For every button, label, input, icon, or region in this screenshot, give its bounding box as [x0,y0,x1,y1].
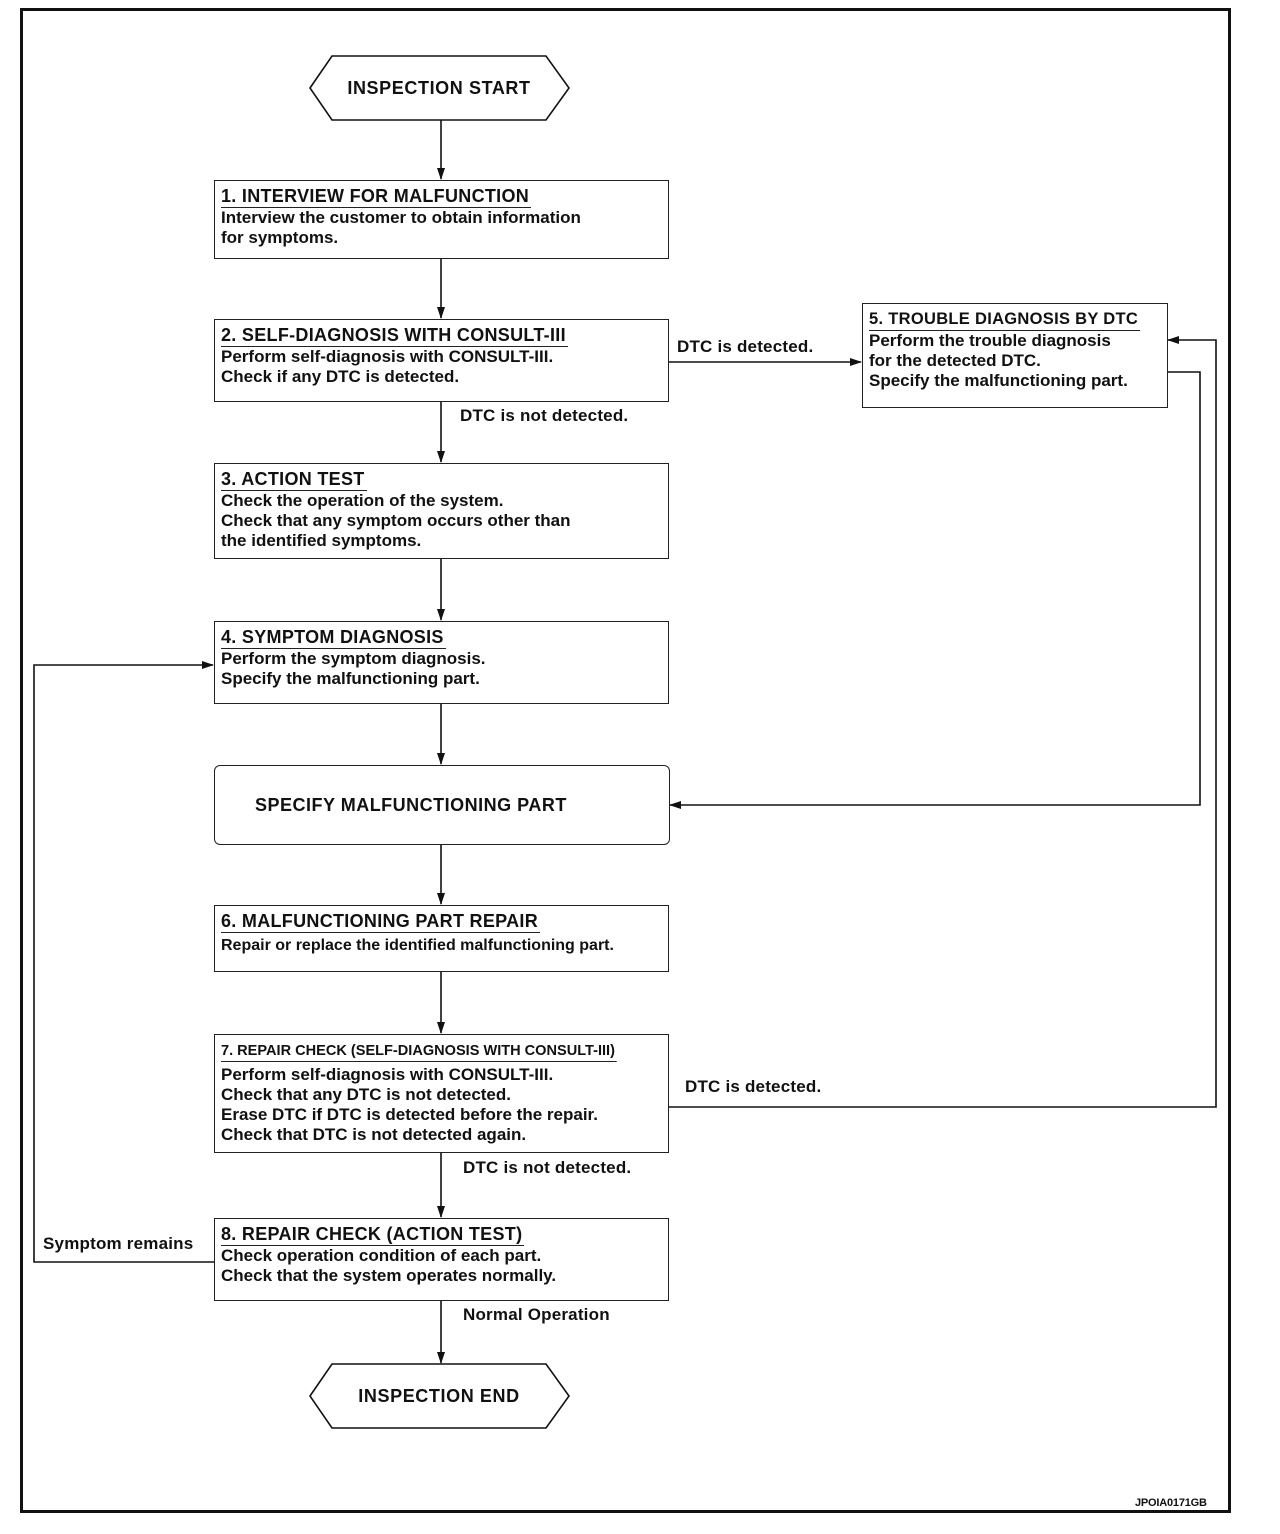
step-2-title: 2. SELF-DIAGNOSIS WITH CONSULT-III [221,325,568,347]
arrow-step7-to-step5 [669,336,1217,1108]
step-3-title: 3. ACTION TEST [221,469,367,491]
step-7-body: Perform self-diagnosis with CONSULT-III.… [221,1065,598,1144]
step-8-title: 8. REPAIR CHECK (ACTION TEST) [221,1224,525,1246]
step-8-body: Check operation condition of each part. … [221,1246,557,1285]
step-4-symptom-diagnosis: 4. SYMPTOM DIAGNOSIS Perform the symptom… [214,621,669,704]
label-dtc-not-detected-step2: DTC is not detected. [460,406,629,425]
arrow-step5-to-specify [669,371,1201,809]
label-dtc-not-detected-step7: DTC is not detected. [463,1158,632,1177]
step-6-title: 6. MALFUNCTIONING PART REPAIR [221,911,541,933]
label-normal-operation: Normal Operation [463,1305,610,1324]
step-1-title: 1. INTERVIEW FOR MALFUNCTION [221,186,532,208]
label-symptom-remains: Symptom remains [43,1234,194,1253]
arrow-step8-to-step4 [33,661,214,1263]
specify-malfunctioning-part: SPECIFY MALFUNCTIONING PART [214,765,670,845]
step-7-title: 7. REPAIR CHECK (SELF-DIAGNOSIS WITH CON… [221,1040,617,1062]
step-2-self-diagnosis: 2. SELF-DIAGNOSIS WITH CONSULT-III Perfo… [214,319,669,402]
step-3-action-test: 3. ACTION TEST Check the operation of th… [214,463,669,559]
diagram-frame [20,8,1231,1513]
step-5-title: 5. TROUBLE DIAGNOSIS BY DTC [869,309,1141,331]
step-3-body: Check the operation of the system. Check… [221,491,571,550]
step-1-interview: 1. INTERVIEW FOR MALFUNCTION Interview t… [214,180,669,259]
step-2-body: Perform self-diagnosis with CONSULT-III.… [221,347,554,386]
inspection-end: INSPECTION END [358,1385,520,1406]
step-4-body: Perform the symptom diagnosis. Specify t… [221,649,486,688]
step-1-body: Interview the customer to obtain informa… [221,208,581,247]
step-5-body: Perform the trouble diagnosis for the de… [869,331,1128,390]
step-5-trouble-diagnosis: 5. TROUBLE DIAGNOSIS BY DTC Perform the … [862,303,1168,408]
label-dtc-detected-step7: DTC is detected. [685,1077,822,1096]
inspection-start: INSPECTION START [347,77,531,98]
end-terminal-shape [309,1363,570,1429]
step-6-body: Repair or replace the identified malfunc… [221,937,614,954]
step-7-repair-check-self-diagnosis: 7. REPAIR CHECK (SELF-DIAGNOSIS WITH CON… [214,1034,669,1153]
step-6-part-repair: 6. MALFUNCTIONING PART REPAIR Repair or … [214,905,669,972]
label-dtc-detected-step2: DTC is detected. [677,337,814,356]
figure-code: JPOIA0171GB [1135,1497,1207,1509]
start-terminal-shape [309,55,570,121]
step-4-title: 4. SYMPTOM DIAGNOSIS [221,627,446,649]
step-8-repair-check-action-test: 8. REPAIR CHECK (ACTION TEST) Check oper… [214,1218,669,1301]
